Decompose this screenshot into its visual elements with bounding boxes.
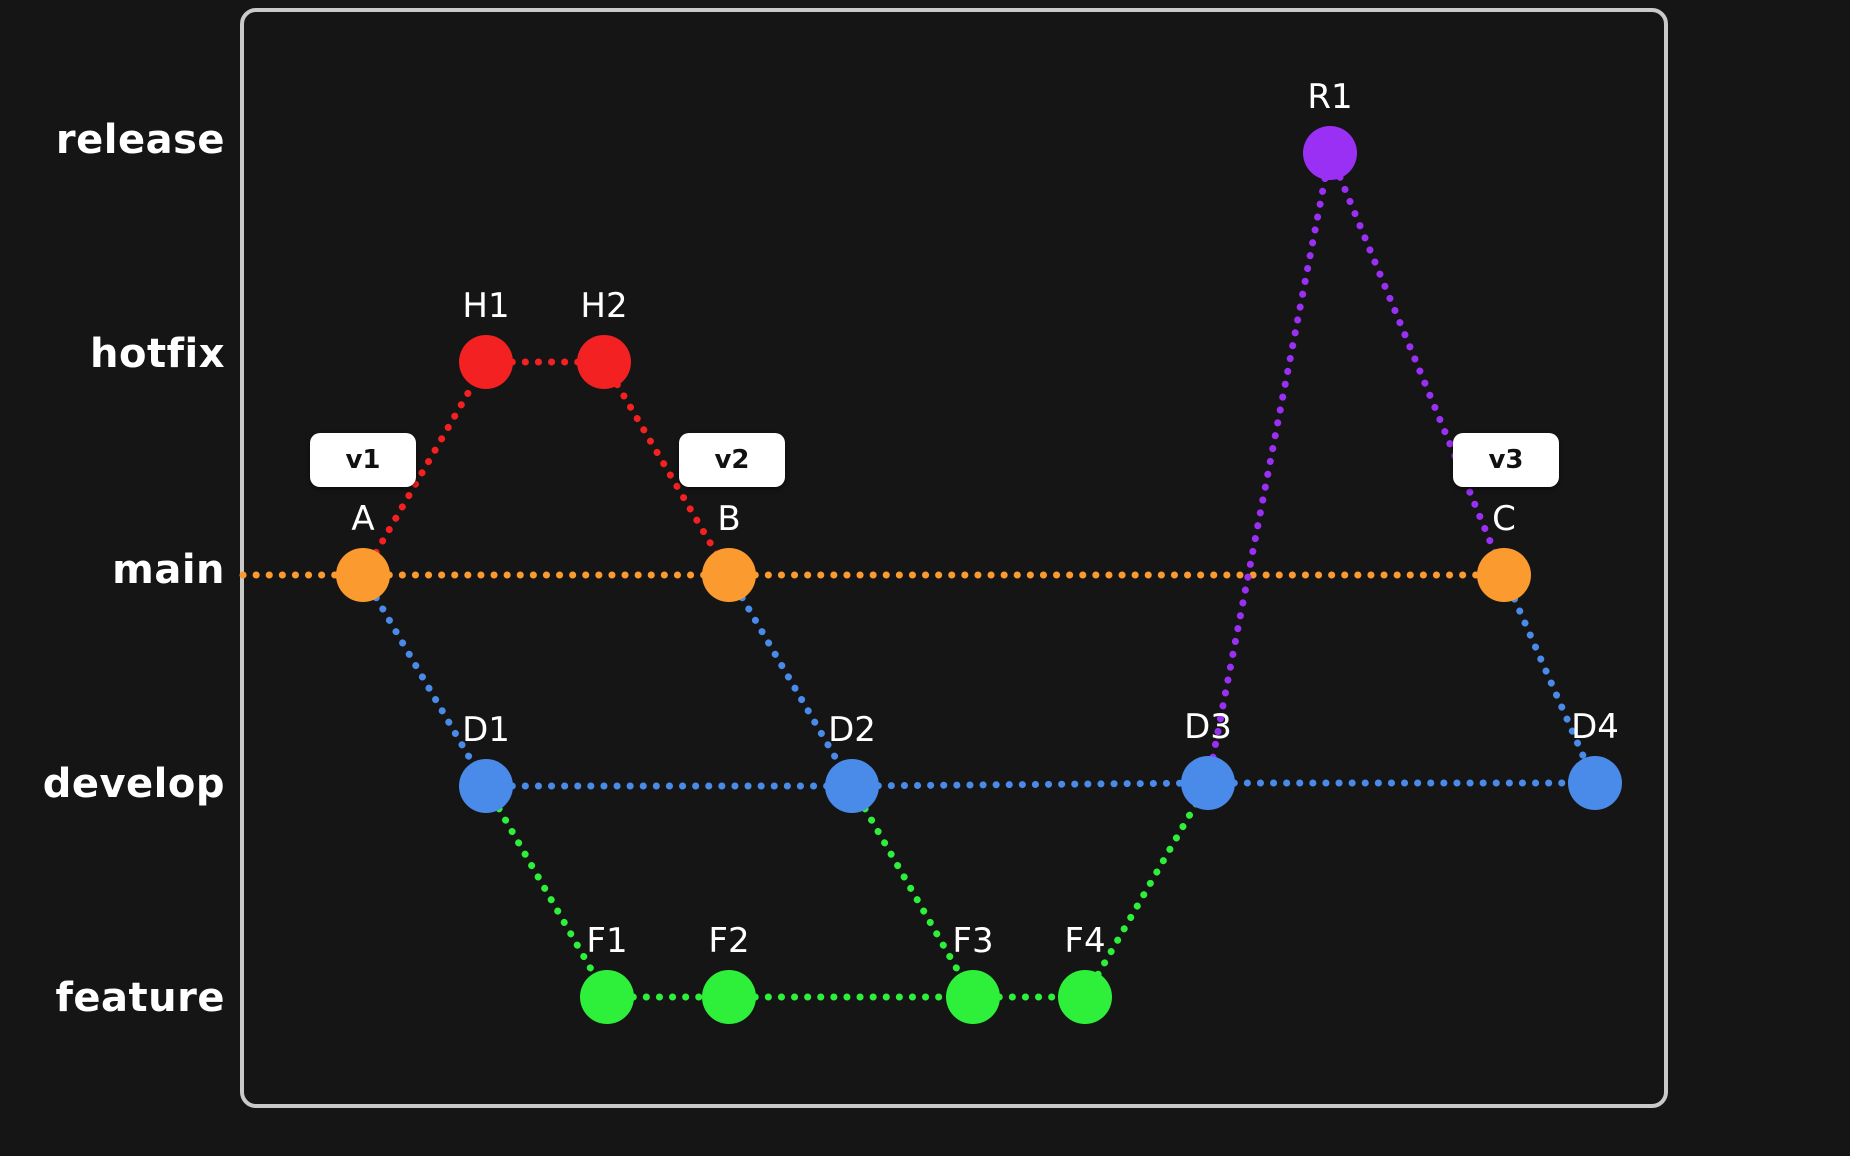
commit-node-R1[interactable]	[1303, 126, 1357, 180]
commit-node-B[interactable]	[702, 548, 756, 602]
commit-node-F4[interactable]	[1058, 970, 1112, 1024]
commit-node-A[interactable]	[336, 548, 390, 602]
commit-label-D3: D3	[1184, 707, 1232, 747]
commit-node-D1[interactable]	[459, 759, 513, 813]
edge-H2-B	[600, 358, 733, 579]
commit-node-H2[interactable]	[577, 335, 631, 389]
edge-R1-C	[1326, 149, 1508, 579]
commit-node-D3[interactable]	[1181, 756, 1235, 810]
lane-label-release: release	[55, 117, 225, 163]
commit-node-C[interactable]	[1477, 548, 1531, 602]
commit-label-H2: H2	[580, 286, 628, 326]
commit-label-H1: H1	[462, 286, 510, 326]
commit-label-D1: D1	[462, 710, 510, 750]
edge-A-D1	[359, 571, 490, 790]
commit-label-B: B	[717, 499, 741, 539]
commit-node-F2[interactable]	[702, 970, 756, 1024]
commit-node-D4[interactable]	[1568, 756, 1622, 810]
commit-label-D2: D2	[828, 710, 876, 750]
edge-A-H1	[359, 358, 490, 579]
edge-F4-D3	[1081, 779, 1212, 1001]
diagram-frame	[240, 8, 1668, 1108]
lane-label-feature: feature	[55, 975, 225, 1021]
commit-node-F1[interactable]	[580, 970, 634, 1024]
lane-label-hotfix: hotfix	[90, 331, 225, 377]
lane-label-develop: develop	[42, 761, 225, 807]
commit-label-R1: R1	[1307, 77, 1353, 117]
edge-C-D4	[1500, 571, 1599, 787]
commit-label-F3: F3	[952, 921, 994, 961]
commit-label-F4: F4	[1064, 921, 1106, 961]
edge-D1-F1	[482, 782, 611, 1001]
commit-label-A: A	[351, 499, 375, 539]
version-tag-v1[interactable]: v1	[310, 433, 416, 487]
edge-B-D2	[725, 571, 856, 790]
commit-label-F1: F1	[586, 921, 628, 961]
commit-label-F2: F2	[708, 921, 750, 961]
edge-D2-F3	[848, 782, 977, 1001]
commit-label-D4: D4	[1571, 707, 1619, 747]
commit-node-F3[interactable]	[946, 970, 1000, 1024]
version-tag-v3[interactable]: v3	[1453, 433, 1559, 487]
lane-label-main: main	[112, 547, 225, 593]
commit-node-D2[interactable]	[825, 759, 879, 813]
version-tag-v2[interactable]: v2	[679, 433, 785, 487]
commit-label-C: C	[1492, 499, 1516, 539]
commit-node-H1[interactable]	[459, 335, 513, 389]
edge-D3-R1	[1204, 149, 1334, 787]
